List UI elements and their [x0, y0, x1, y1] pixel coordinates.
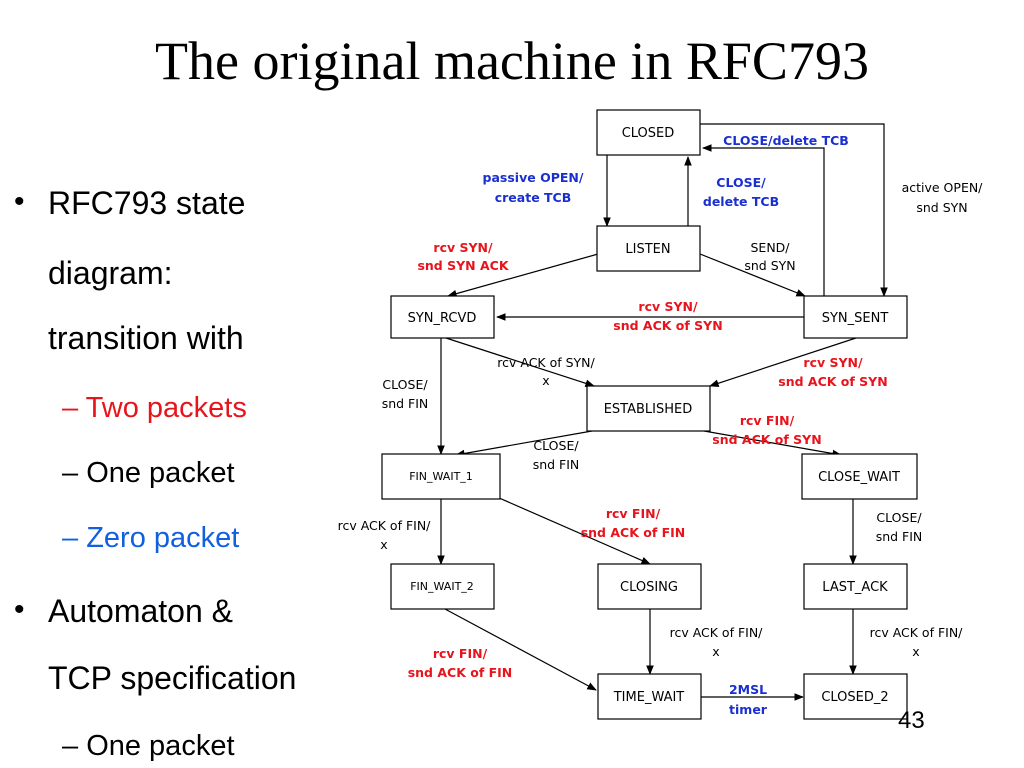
- state-listen: LISTEN: [625, 242, 670, 257]
- label-rcv-fin-bottom-2: snd ACK of FIN: [408, 665, 513, 680]
- bullet-dot: •: [14, 185, 25, 218]
- arrow-syn-sent-close: [702, 144, 825, 296]
- state-time-wait: TIME_WAIT: [613, 690, 685, 705]
- sub-bullet-one-packet: – One packet: [62, 457, 235, 489]
- state-box-closed: [596, 109, 701, 156]
- arrow-syn-sent-established: [709, 337, 857, 387]
- sub-bullet-zero-packet: – Zero packet: [62, 522, 240, 554]
- state-last-ack: LAST_ACK: [822, 580, 888, 595]
- bullet-2-line-1: Automaton &: [48, 593, 233, 629]
- state-close-wait: CLOSE_WAIT: [818, 470, 900, 485]
- state-closing: CLOSING: [620, 580, 678, 595]
- arrow-established-fin-wait-1: [455, 430, 593, 458]
- label-rcv-ack-fin-left-1: rcv ACK of FIN/: [338, 518, 432, 533]
- label-rcv-ack-fin-lastack-1: rcv ACK of FIN/: [870, 625, 964, 640]
- state-box-fin-wait-2: [390, 563, 495, 610]
- label-active-open-2: snd SYN: [916, 200, 967, 215]
- label-close-fin-mid-1: CLOSE/: [533, 438, 579, 453]
- sub-bullet-two-packets: – Two packets: [62, 392, 247, 424]
- label-close-fin-mid-2: snd FIN: [533, 457, 580, 472]
- state-box-listen: [596, 225, 701, 272]
- label-close-delete-1: CLOSE/: [716, 175, 766, 190]
- state-box-syn-rcvd: [390, 295, 495, 339]
- label-rcv-fin-mid-1: rcv FIN/: [606, 506, 661, 521]
- state-closed: CLOSED: [622, 126, 675, 141]
- state-box-time-wait: [597, 673, 702, 720]
- state-closed-2: CLOSED_2: [821, 690, 888, 705]
- label-close-delete-2: delete TCB: [703, 194, 779, 209]
- label-rcv-ack-fin-left-2: x: [380, 537, 387, 552]
- label-rcv-syn-mid-1: rcv SYN/: [638, 299, 698, 314]
- state-box-fin-wait-1: [381, 453, 501, 500]
- state-box-closing: [597, 563, 702, 610]
- sub-bullet-text: Zero packet: [86, 522, 240, 554]
- state-box-last-ack: [803, 563, 908, 610]
- arrow-syn-rcvd-established: [445, 337, 595, 387]
- arrow-fin-wait-2-time-wait: [444, 608, 597, 691]
- label-rcv-syn-right-1: rcv SYN/: [803, 355, 863, 370]
- label-rcv-fin-ack-syn-2: snd ACK of SYN: [712, 432, 821, 447]
- slide-title: The original machine in RFC793: [155, 31, 869, 91]
- state-box-close-wait: [801, 453, 918, 500]
- arrow-established-close-wait: [703, 430, 842, 458]
- state-fin-wait-2: FIN_WAIT_2: [410, 580, 474, 593]
- state-syn-rcvd: SYN_RCVD: [408, 311, 477, 326]
- state-box-syn-sent: [803, 295, 908, 339]
- sub-bullet-one-packet-2: – One packet: [62, 730, 235, 762]
- label-send-2: snd SYN: [744, 258, 795, 273]
- label-rcv-syn-mid-2: snd ACK of SYN: [613, 318, 722, 333]
- label-rcv-syn-right-2: snd ACK of SYN: [778, 374, 887, 389]
- label-active-open-1: active OPEN/: [902, 180, 984, 195]
- label-close-fin-left-2: snd FIN: [382, 396, 429, 411]
- label-rcv-ack-fin-lastack-2: x: [912, 644, 919, 659]
- label-close-fin-right-1: CLOSE/: [876, 510, 922, 525]
- bullet-list: • RFC793 state diagram: transition with …: [0, 0, 380, 768]
- state-established: ESTABLISHED: [604, 402, 693, 417]
- label-close-fin-right-2: snd FIN: [876, 529, 923, 544]
- state-box-established: [586, 385, 711, 432]
- bullet-1-line-2: diagram:: [48, 255, 173, 291]
- label-rcv-ack-fin-closing-1: rcv ACK of FIN/: [670, 625, 764, 640]
- state-box-closed-2: [803, 673, 908, 720]
- bullet-2-line-2: TCP specification: [48, 660, 297, 696]
- label-rcv-ack-syn-1: rcv ACK of SYN/: [497, 355, 595, 370]
- label-rcv-fin-ack-syn-1: rcv FIN/: [740, 413, 795, 428]
- label-2msl-2: timer: [729, 702, 768, 717]
- label-close-fin-left-1: CLOSE/: [382, 377, 428, 392]
- label-rcv-ack-fin-closing-2: x: [712, 644, 719, 659]
- label-rcv-fin-mid-2: snd ACK of FIN: [581, 525, 686, 540]
- label-send-1: SEND/: [750, 240, 790, 255]
- bullet-1-line-3: transition with: [48, 320, 244, 356]
- label-close-delete-tcb-top: CLOSE/delete TCB: [723, 133, 849, 148]
- arrow-listen-syn-sent: [699, 253, 806, 297]
- label-rcv-syn-1: rcv SYN/: [433, 240, 493, 255]
- state-syn-sent: SYN_SENT: [822, 311, 889, 326]
- label-rcv-syn-2: snd SYN ACK: [417, 258, 509, 273]
- label-passive-open-2: create TCB: [495, 190, 572, 205]
- label-passive-open-1: passive OPEN/: [483, 170, 584, 185]
- sub-bullet-text: One packet: [86, 457, 235, 489]
- transition-arrows: [437, 123, 888, 701]
- sub-bullet-text: One packet: [86, 730, 235, 762]
- page-number: 43: [898, 707, 925, 734]
- bullet-1-line-1: RFC793 state: [48, 185, 246, 221]
- arrow-listen-syn-rcvd: [447, 253, 599, 298]
- arrow-active-open: [700, 123, 888, 297]
- label-rcv-fin-bottom-1: rcv FIN/: [433, 646, 488, 661]
- state-fin-wait-1: FIN_WAIT_1: [409, 470, 473, 483]
- bullet-dot: •: [14, 593, 25, 626]
- label-2msl-1: 2MSL: [729, 682, 767, 697]
- label-rcv-ack-syn-2: x: [542, 373, 549, 388]
- sub-bullet-text: Two packets: [85, 392, 247, 424]
- arrow-fin-wait-1-closing: [489, 493, 651, 565]
